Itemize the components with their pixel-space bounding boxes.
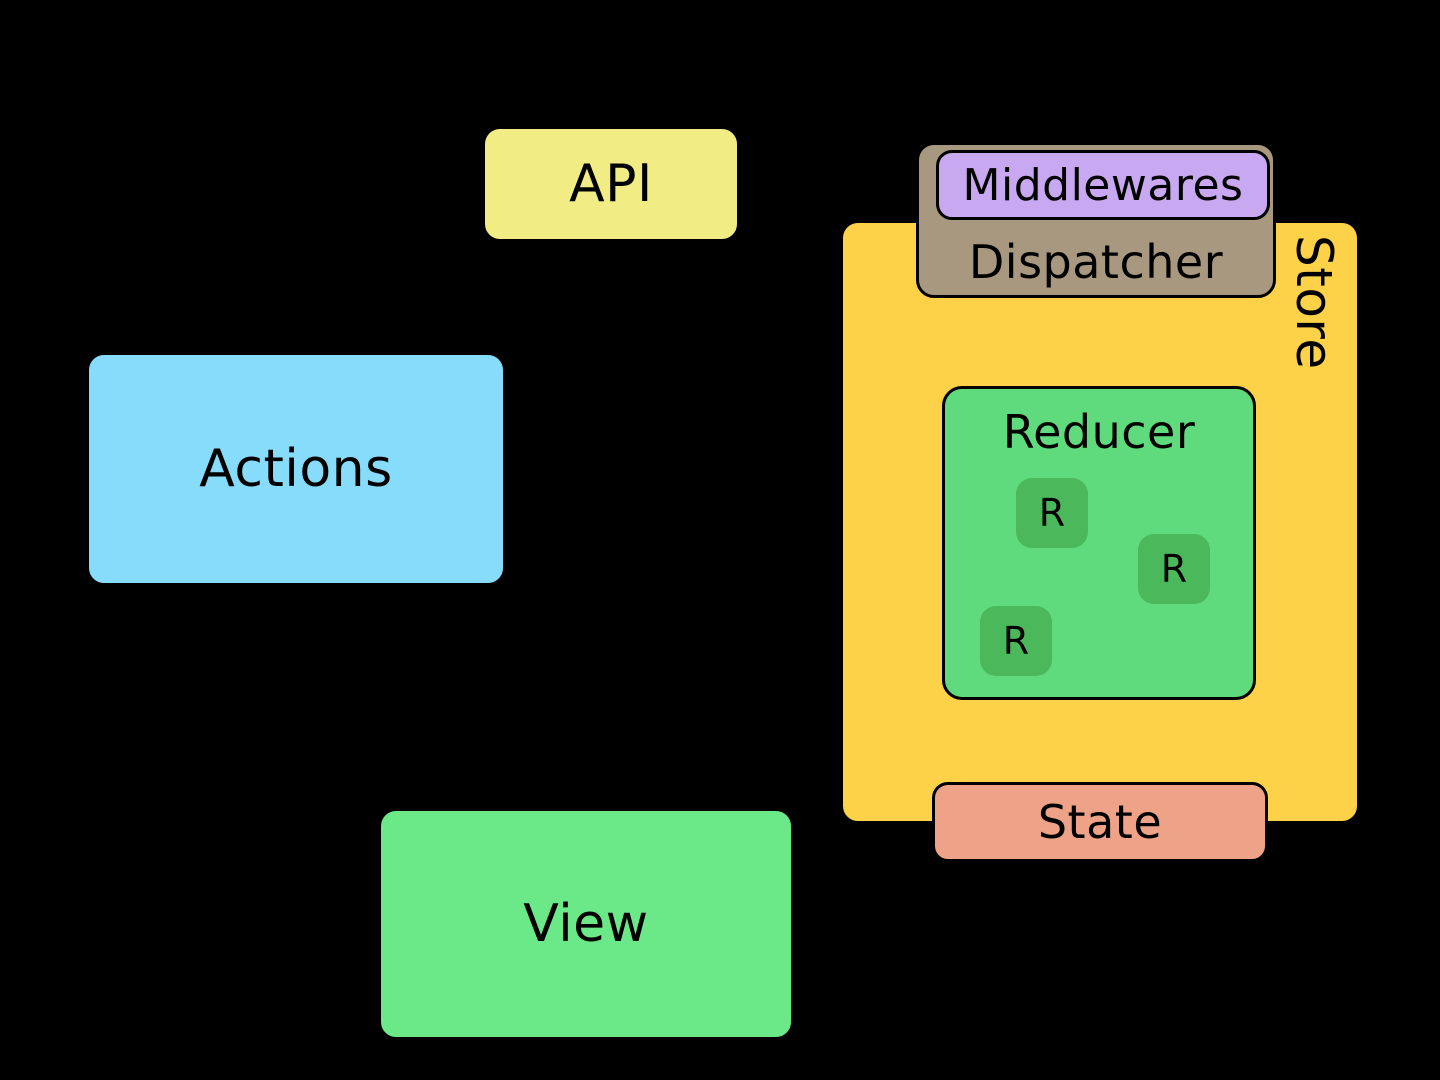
reducer-label: Reducer bbox=[1002, 405, 1196, 459]
reducer-chip-label: R bbox=[1038, 491, 1066, 535]
state-label: State bbox=[1037, 795, 1163, 849]
reducer-chip[interactable]: R bbox=[1138, 534, 1210, 604]
reducer-chip[interactable]: R bbox=[1016, 478, 1088, 548]
store-label: Store bbox=[1285, 235, 1343, 370]
edge-actions-to-api bbox=[294, 54, 422, 354]
state-node[interactable]: State bbox=[932, 782, 1268, 862]
view-node[interactable]: View bbox=[378, 808, 794, 1040]
reducer-chip[interactable]: R bbox=[980, 606, 1052, 676]
store-container[interactable]: Store bbox=[840, 220, 1360, 824]
api-node[interactable]: API bbox=[482, 126, 740, 242]
view-label: View bbox=[523, 894, 649, 954]
edge-state-to-view bbox=[794, 860, 1102, 960]
dispatcher-label: Dispatcher bbox=[968, 235, 1224, 289]
api-label: API bbox=[569, 154, 653, 214]
reducer-chip-label: R bbox=[1002, 619, 1030, 663]
middlewares-label: Middlewares bbox=[962, 159, 1244, 211]
edge-into-dispatcher-top bbox=[1033, 50, 1124, 144]
actions-node[interactable]: Actions bbox=[86, 352, 506, 586]
edge-api-to-middlewares bbox=[738, 162, 922, 206]
middlewares-node[interactable]: Middlewares bbox=[936, 150, 1270, 220]
edge-view-to-actions bbox=[266, 590, 380, 932]
reducer-chip-label: R bbox=[1160, 547, 1188, 591]
actions-label: Actions bbox=[199, 439, 393, 499]
